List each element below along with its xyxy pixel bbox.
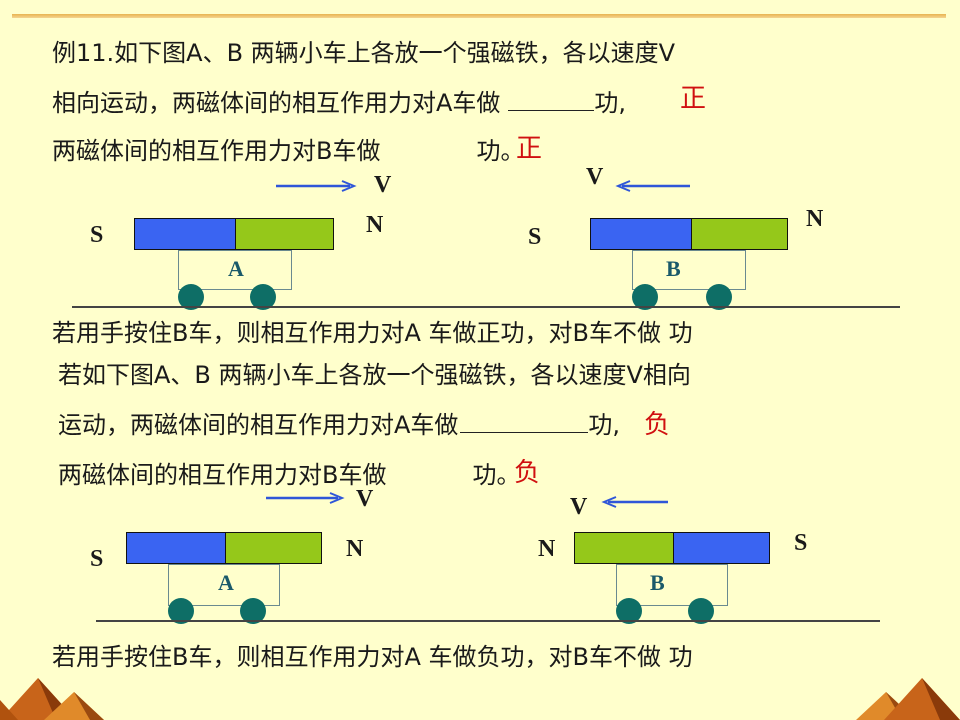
corner-decoration-right xyxy=(856,678,960,720)
example1-line1: 例11.如下图A、B 两辆小车上各放一个强磁铁，各以速度V xyxy=(52,39,676,67)
example2-line2-suffix: 功, xyxy=(588,411,621,439)
cart-a2-label: A xyxy=(218,570,234,595)
velocity-arrow-right-a1 xyxy=(276,180,357,192)
example1-line2-text: 相向运动，两磁体间的相互作用力对A车做 xyxy=(52,89,501,117)
example2-line1: 若如下图A、B 两辆小车上各放一个强磁铁，各以速度V相向 xyxy=(58,361,691,389)
example1-answer-a: 正 xyxy=(680,84,707,114)
velocity-arrow-right-a2 xyxy=(266,492,345,504)
cart-b2-wheel-left xyxy=(616,598,642,624)
top-accent-bar xyxy=(12,14,946,18)
example2-blank-a xyxy=(460,410,589,433)
example1-blank-a xyxy=(508,88,595,111)
cart-a2-wheel-right xyxy=(240,598,266,624)
example1-line2: 相向运动，两磁体间的相互作用力对A车做 功, xyxy=(52,88,626,118)
example1-conclusion: 若用手按住B车，则相互作用力对A 车做正功，对B车不做 功 xyxy=(52,319,693,347)
cart-a1-body xyxy=(178,250,292,290)
example2-answer-b: 负 xyxy=(514,458,541,488)
example2-line3: 两磁体间的相互作用力对B车做 功。 xyxy=(58,460,520,490)
cart-b1-body xyxy=(632,250,746,290)
example2-conclusion: 若用手按住B车，则相互作用力对A 车做负功，对B车不做 功 xyxy=(52,643,693,671)
velocity-label-b1: V xyxy=(586,164,604,190)
velocity-arrow-left-b1 xyxy=(615,180,690,192)
example1-line3: 两磁体间的相互作用力对B车做 功。 xyxy=(52,136,524,166)
cart-a2-right-pole: N xyxy=(346,536,364,562)
cart-b2-label: B xyxy=(650,570,665,595)
example2-line2-text: 运动，两磁体间的相互作用力对A车做 xyxy=(58,411,459,439)
ground-line-2 xyxy=(96,620,880,622)
cart-b2-wheel-right xyxy=(688,598,714,624)
cart-a2-magnet xyxy=(126,532,322,564)
cart-b2-right-pole: S xyxy=(794,530,808,556)
example2-line2: 运动，两磁体间的相互作用力对A车做 功, xyxy=(58,410,620,440)
cart-a1-wheel-left xyxy=(178,284,204,310)
velocity-label-a1: V xyxy=(374,172,392,198)
example2-answer-a: 负 xyxy=(644,410,671,440)
example1-line3-suffix: 功。 xyxy=(476,137,525,165)
cart-b2-magnet xyxy=(574,532,770,564)
cart-b1-right-pole: N xyxy=(806,206,824,232)
example1-answer-b: 正 xyxy=(516,134,543,164)
cart-b2-left-pole: N xyxy=(538,536,556,562)
cart-b1-wheel-right xyxy=(706,284,732,310)
cart-b1-left-pole: S xyxy=(528,224,542,250)
cart-b1-wheel-left xyxy=(632,284,658,310)
velocity-arrow-left-b2 xyxy=(601,496,668,508)
cart-a1-magnet xyxy=(134,218,334,250)
velocity-label-b2: V xyxy=(570,494,588,520)
ground-line-1 xyxy=(72,306,900,308)
cart-a1-left-pole: S xyxy=(90,222,104,248)
cart-b1-magnet xyxy=(590,218,788,250)
cart-a2-left-pole: S xyxy=(90,546,104,572)
cart-b1-label: B xyxy=(666,256,681,281)
cart-a2-wheel-left xyxy=(168,598,194,624)
cart-a1-right-pole: N xyxy=(366,212,384,238)
cart-a1-wheel-right xyxy=(250,284,276,310)
corner-decoration-left xyxy=(0,678,104,720)
cart-a1-label: A xyxy=(228,256,244,281)
example1-line2-suffix: 功, xyxy=(594,89,627,117)
example1-line3-text: 两磁体间的相互作用力对B车做 xyxy=(52,137,381,165)
example2-line3-suffix: 功。 xyxy=(472,461,521,489)
velocity-label-a2: V xyxy=(356,486,374,512)
example2-line3-text: 两磁体间的相互作用力对B车做 xyxy=(58,461,387,489)
